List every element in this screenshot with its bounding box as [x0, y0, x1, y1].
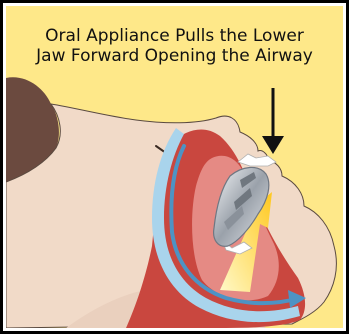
- down-arrow-icon: [262, 88, 284, 154]
- caption-line-2: Jaw Forward Opening the Airway: [6, 46, 343, 66]
- diagram-panel: Oral Appliance Pulls the Lower Jaw Forwa…: [6, 6, 343, 328]
- diagram-caption: Oral Appliance Pulls the Lower Jaw Forwa…: [6, 26, 343, 66]
- caption-line-1: Oral Appliance Pulls the Lower: [6, 26, 343, 46]
